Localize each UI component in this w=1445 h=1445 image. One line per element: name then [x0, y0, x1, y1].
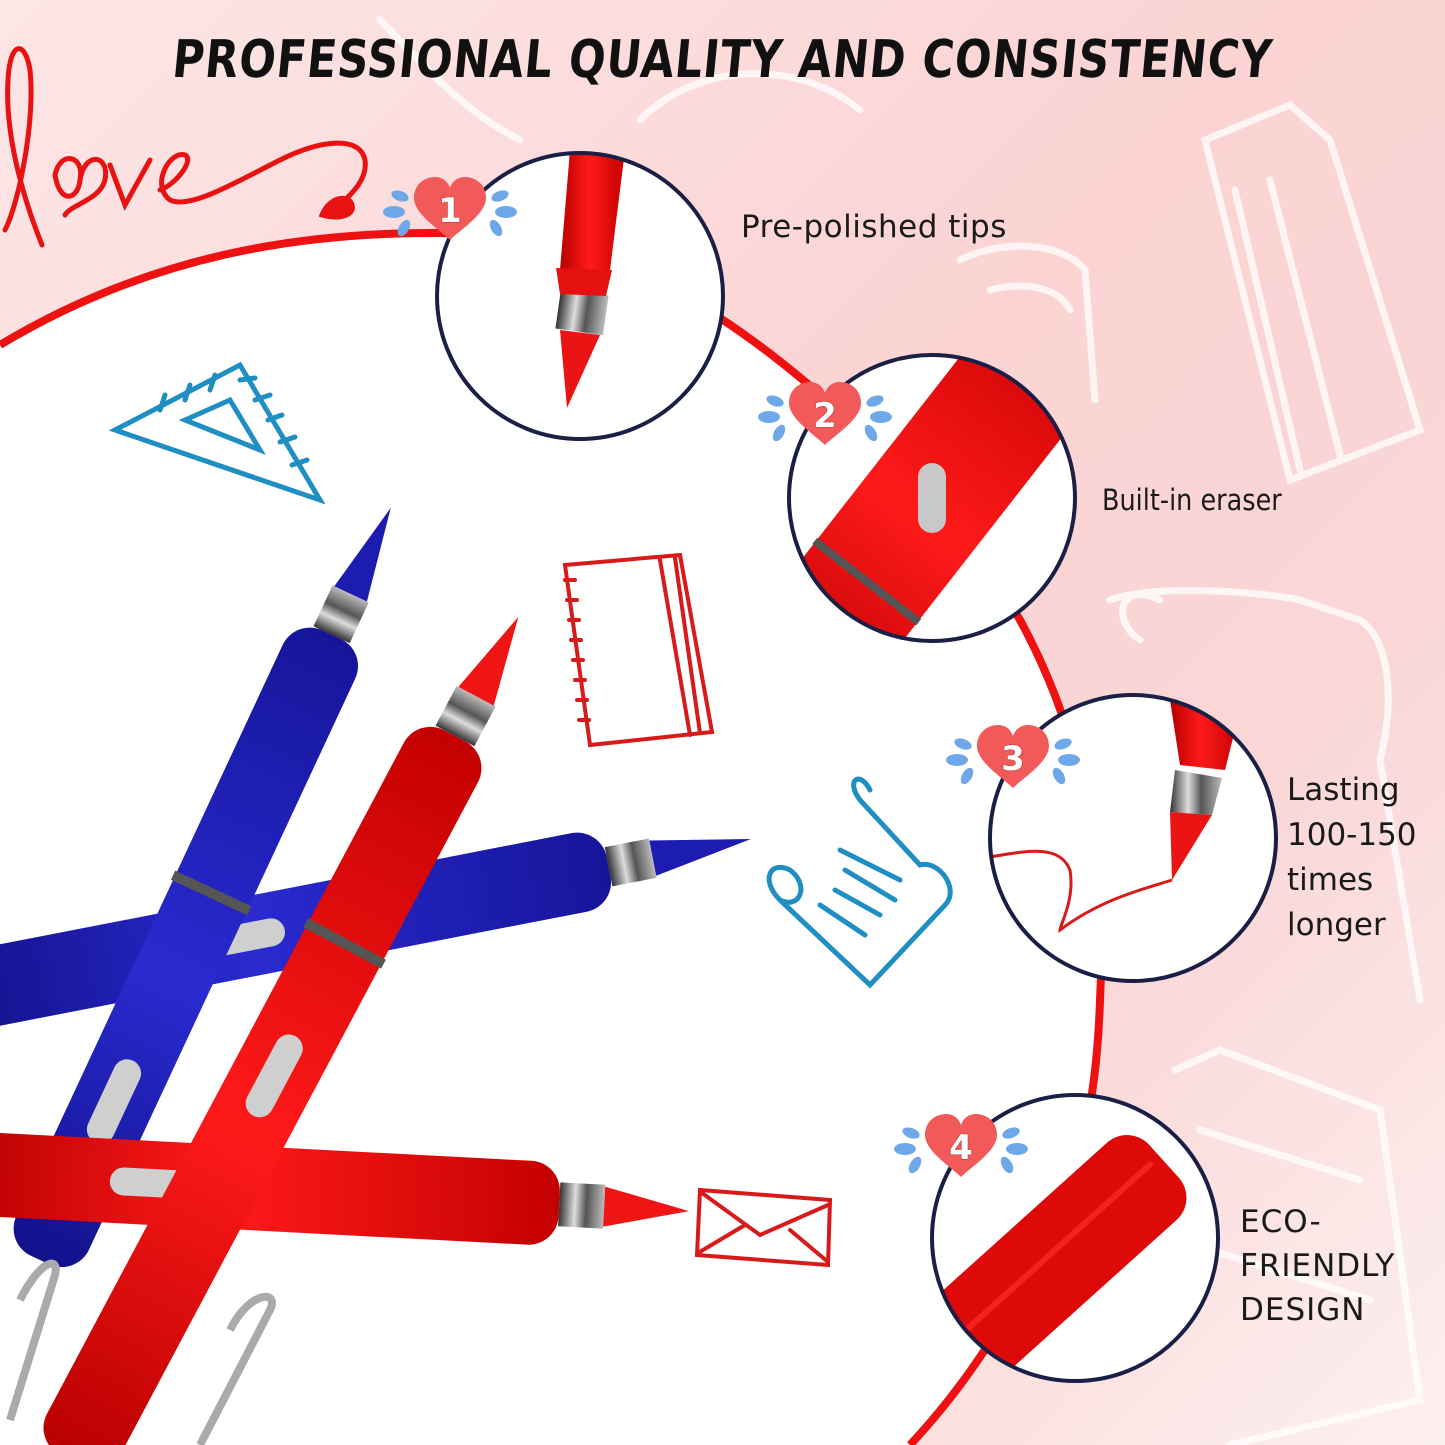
feature-label-eco-friendly: ECO- FRIENDLY DESIGN	[1240, 1200, 1440, 1332]
label-line: FRIENDLY	[1240, 1248, 1396, 1285]
scroll-doodle	[766, 776, 953, 989]
pencil-clip	[196, 1292, 276, 1445]
notebook-doodle	[562, 552, 715, 748]
feature-label-lasting-longer: Lasting 100-150 times longer	[1287, 768, 1437, 948]
feature-label-pre-polished-tips: Pre-polished tips	[741, 209, 1007, 245]
badge-number: 2	[813, 396, 837, 436]
badge-number: 4	[949, 1128, 973, 1168]
label-line: 100-150	[1287, 816, 1417, 853]
page-title: PROFESSIONAL QUALITY AND CONSISTENCY	[169, 30, 1276, 90]
envelope-doodle	[694, 1187, 833, 1268]
pencil-clip	[6, 1259, 60, 1422]
badge-2: 2	[758, 382, 892, 445]
badge-4: 4	[894, 1114, 1028, 1177]
label-line: DESIGN	[1240, 1292, 1366, 1329]
pencil-illustrations	[0, 507, 751, 1445]
label-line: times	[1287, 861, 1374, 898]
badge-1: 1	[383, 177, 517, 240]
label-line: Lasting	[1287, 772, 1400, 808]
label-line: ECO-	[1240, 1204, 1322, 1240]
badge-number: 1	[438, 191, 462, 231]
triangle-ruler-doodle	[108, 361, 326, 505]
label-line: longer	[1287, 906, 1386, 943]
badge-3: 3	[946, 725, 1080, 788]
badge-number: 3	[1001, 739, 1025, 779]
love-script-icon	[2, 46, 368, 248]
feature-label-built-in-eraser: Built-in eraser	[1102, 483, 1282, 517]
feature-circle-1	[435, 151, 725, 441]
background-doodles	[376, 16, 1425, 1445]
feature-circle-3	[988, 693, 1278, 983]
